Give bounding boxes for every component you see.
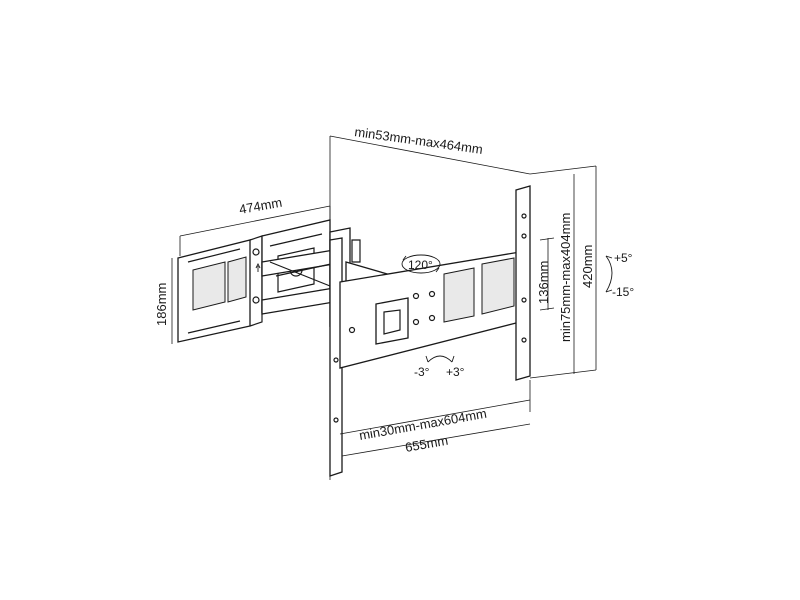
dim-plate-width: 655mm xyxy=(341,423,531,462)
tilt-down-label: -15° xyxy=(612,285,634,299)
dim-vesa-horizontal: min30mm-max604mm xyxy=(339,380,531,443)
dim-plate-height-label: 420mm xyxy=(580,245,595,288)
dim-plate-width-label: 655mm xyxy=(404,433,449,455)
tv-plate xyxy=(329,185,531,477)
wall-plate xyxy=(177,235,263,343)
swivel-indicator: 120° xyxy=(401,254,441,274)
dim-height-plate: 186mm xyxy=(154,258,173,344)
dim-depth-label: 474mm xyxy=(238,195,283,217)
dim-height-plate-label: 186mm xyxy=(154,283,169,326)
tilt-up-label: +5° xyxy=(614,251,633,265)
dim-extension-label: min53mm-max464mm xyxy=(354,124,484,157)
dim-vesa-inner: 136mm xyxy=(536,237,555,311)
rotation-indicator: -3° +3° xyxy=(414,355,465,379)
tilt-indicator: +5° -15° xyxy=(605,251,634,299)
dim-vesa-vertical-label: min75mm-max404mm xyxy=(558,213,573,342)
dim-vesa-vertical: min75mm-max404mm xyxy=(558,174,575,374)
dim-vesa-inner-label: 136mm xyxy=(536,261,551,304)
dim-plate-height: 420mm xyxy=(529,165,597,379)
rotate-right-label: +3° xyxy=(446,365,465,379)
rotate-left-label: -3° xyxy=(414,365,430,379)
swivel-angle-label: 120° xyxy=(408,258,433,272)
